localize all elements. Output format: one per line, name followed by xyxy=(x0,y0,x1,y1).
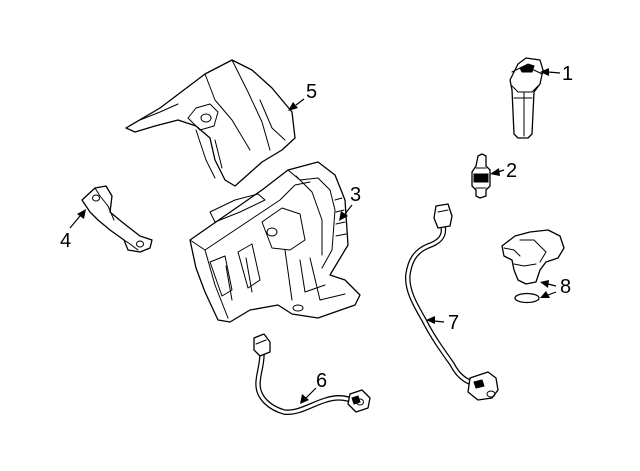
callout-4: 4 xyxy=(60,230,71,252)
part-7-sensor-harness xyxy=(405,203,499,401)
callout-7: 7 xyxy=(448,312,459,334)
callout-2: 2 xyxy=(506,160,517,182)
part-5-cover xyxy=(125,59,296,187)
part-8-sensor xyxy=(501,229,565,285)
part-4-bracket xyxy=(81,185,153,253)
part-6-sensor-harness xyxy=(253,333,371,415)
callout-6: 6 xyxy=(316,370,327,392)
callout-1: 1 xyxy=(562,63,573,85)
callout-8: 8 xyxy=(560,276,571,298)
callout-3: 3 xyxy=(350,184,361,206)
part-3-module xyxy=(189,161,361,323)
callout-5: 5 xyxy=(306,81,317,103)
callout-leaders xyxy=(69,68,561,404)
part-8-o-ring xyxy=(514,292,540,304)
part-2-spark-plug xyxy=(471,153,491,199)
part-1-ignition-coil xyxy=(509,57,544,139)
